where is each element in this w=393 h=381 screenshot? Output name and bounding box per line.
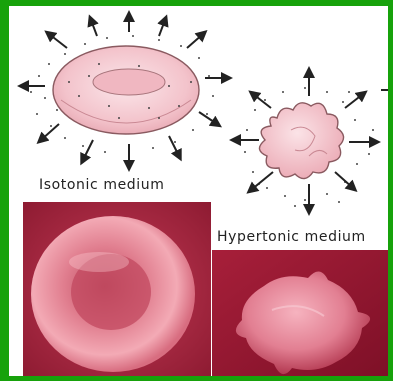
isotonic-micrograph: [23, 202, 211, 376]
hypertonic-label: Hypertonic medium: [217, 229, 366, 245]
isotonic-label: Isotonic medium: [39, 177, 165, 193]
hypertonic-cell-drawing: [259, 103, 343, 179]
hypertonic-micrograph: [212, 250, 388, 376]
diagram-canvas: Isotonic medium Hypertonic medium: [9, 6, 388, 376]
isotonic-cell-drawing: [53, 46, 199, 134]
